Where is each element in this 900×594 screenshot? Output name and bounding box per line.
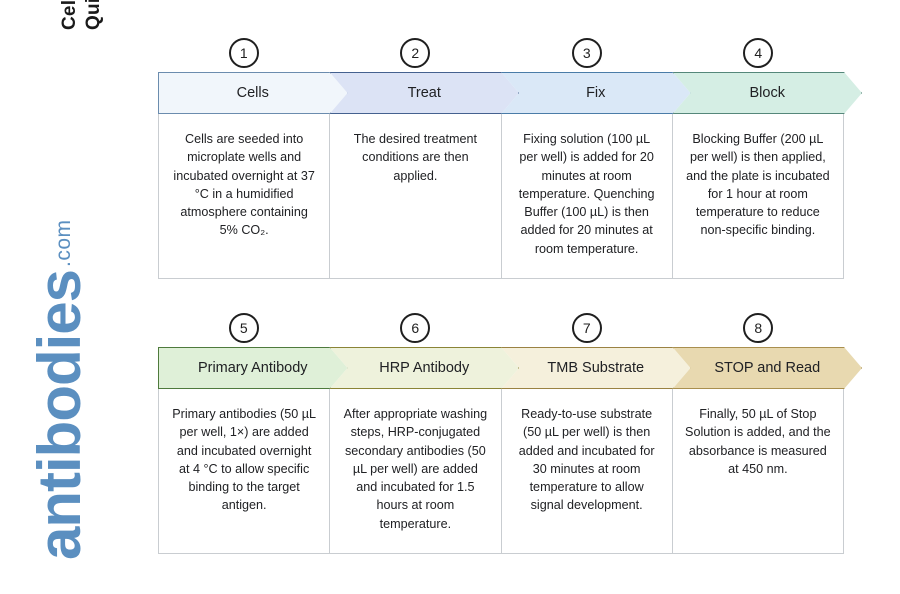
step-number-badge: 1	[228, 38, 259, 68]
step-description-cell: Cells are seeded into microplate wells a…	[159, 114, 331, 278]
step-label: Treat	[407, 85, 441, 101]
step-description-cell: Ready-to-use substrate (50 µL per well) …	[502, 389, 673, 553]
step-chevron-4[interactable]: Block	[673, 72, 863, 114]
step-chevron-3[interactable]: Fix	[501, 72, 691, 114]
brand-logo: antibodies .com	[26, 219, 93, 560]
step-label: TMB Substrate	[547, 360, 645, 376]
step-number-badge: 2	[400, 38, 431, 68]
step-number-badge: 5	[228, 313, 259, 343]
step-chevron-5[interactable]: Primary Antibody	[158, 347, 348, 389]
step-label: Primary Antibody	[197, 360, 308, 376]
step-description-cell: Primary antibodies (50 µL per well, 1×) …	[159, 389, 331, 553]
step-number-badge: 3	[571, 38, 602, 68]
step-description-text: Blocking Buffer (200 µL per well) is the…	[686, 132, 830, 238]
step-number-badge: 4	[743, 38, 774, 68]
step-chevron-2[interactable]: Treat	[330, 72, 520, 114]
step-badges-row-2: 5 6 7 8	[158, 311, 844, 347]
step-number-badge: 8	[743, 313, 774, 343]
page-title-line1: Cell Based ELISA Kits	[59, 0, 80, 30]
brand-logo-word: antibodies	[26, 269, 93, 560]
step-chevron-8[interactable]: STOP and Read	[673, 347, 863, 389]
step-description-text: After appropriate washing steps, HRP-con…	[343, 407, 488, 531]
step-description-text: Primary antibodies (50 µL per well, 1×) …	[172, 407, 316, 513]
step-label: Cells	[236, 85, 269, 101]
step-description-text: Fixing solution (100 µL per well) is add…	[518, 132, 655, 256]
step-badges-row-1: 1 2 3 4	[158, 36, 844, 72]
brand-logo-domain: .com	[52, 219, 75, 267]
step-description-cell: Finally, 50 µL of Stop Solution is added…	[673, 389, 843, 553]
step-description-cell: The desired treatment conditions are the…	[330, 114, 502, 278]
step-label: STOP and Read	[714, 360, 821, 376]
step-label: HRP Antibody	[379, 360, 470, 376]
step-label: Fix	[586, 85, 606, 101]
step-description-cell: Fixing solution (100 µL per well) is add…	[502, 114, 673, 278]
step-description-text: The desired treatment conditions are the…	[353, 132, 477, 183]
step-chevron-7[interactable]: TMB Substrate	[501, 347, 691, 389]
protocol-flow-row-2: 5 6 7 8 Primary Antibody HRP Antibody TMB Sub…	[158, 311, 844, 554]
step-number-badge: 7	[571, 313, 602, 343]
step-description-text: Ready-to-use substrate (50 µL per well) …	[518, 407, 655, 513]
step-number-badge: 6	[400, 313, 431, 343]
step-description-text: Finally, 50 µL of Stop Solution is added…	[685, 407, 831, 476]
step-descriptions-row-2: Primary antibodies (50 µL per well, 1×) …	[158, 389, 844, 554]
protocol-flow-row-1: 1 2 3 4 Cells Treat Fix Block Cells are seeded…	[158, 36, 844, 279]
step-description-cell: After appropriate washing steps, HRP-con…	[330, 389, 502, 553]
page-title: Cell Based ELISA Kits Quick Protocol	[52, 0, 112, 30]
step-chevrons-row-1: Cells Treat Fix Block	[158, 72, 844, 114]
step-description-text: Cells are seeded into microplate wells a…	[173, 132, 315, 238]
step-chevron-6[interactable]: HRP Antibody	[330, 347, 520, 389]
step-label: Block	[749, 85, 785, 101]
page-title-line2: Quick Protocol	[82, 0, 106, 30]
step-descriptions-row-1: Cells are seeded into microplate wells a…	[158, 114, 844, 279]
step-chevrons-row-2: Primary Antibody HRP Antibody TMB Substrat…	[158, 347, 844, 389]
step-description-cell: Blocking Buffer (200 µL per well) is the…	[673, 114, 843, 278]
step-chevron-1[interactable]: Cells	[158, 72, 348, 114]
